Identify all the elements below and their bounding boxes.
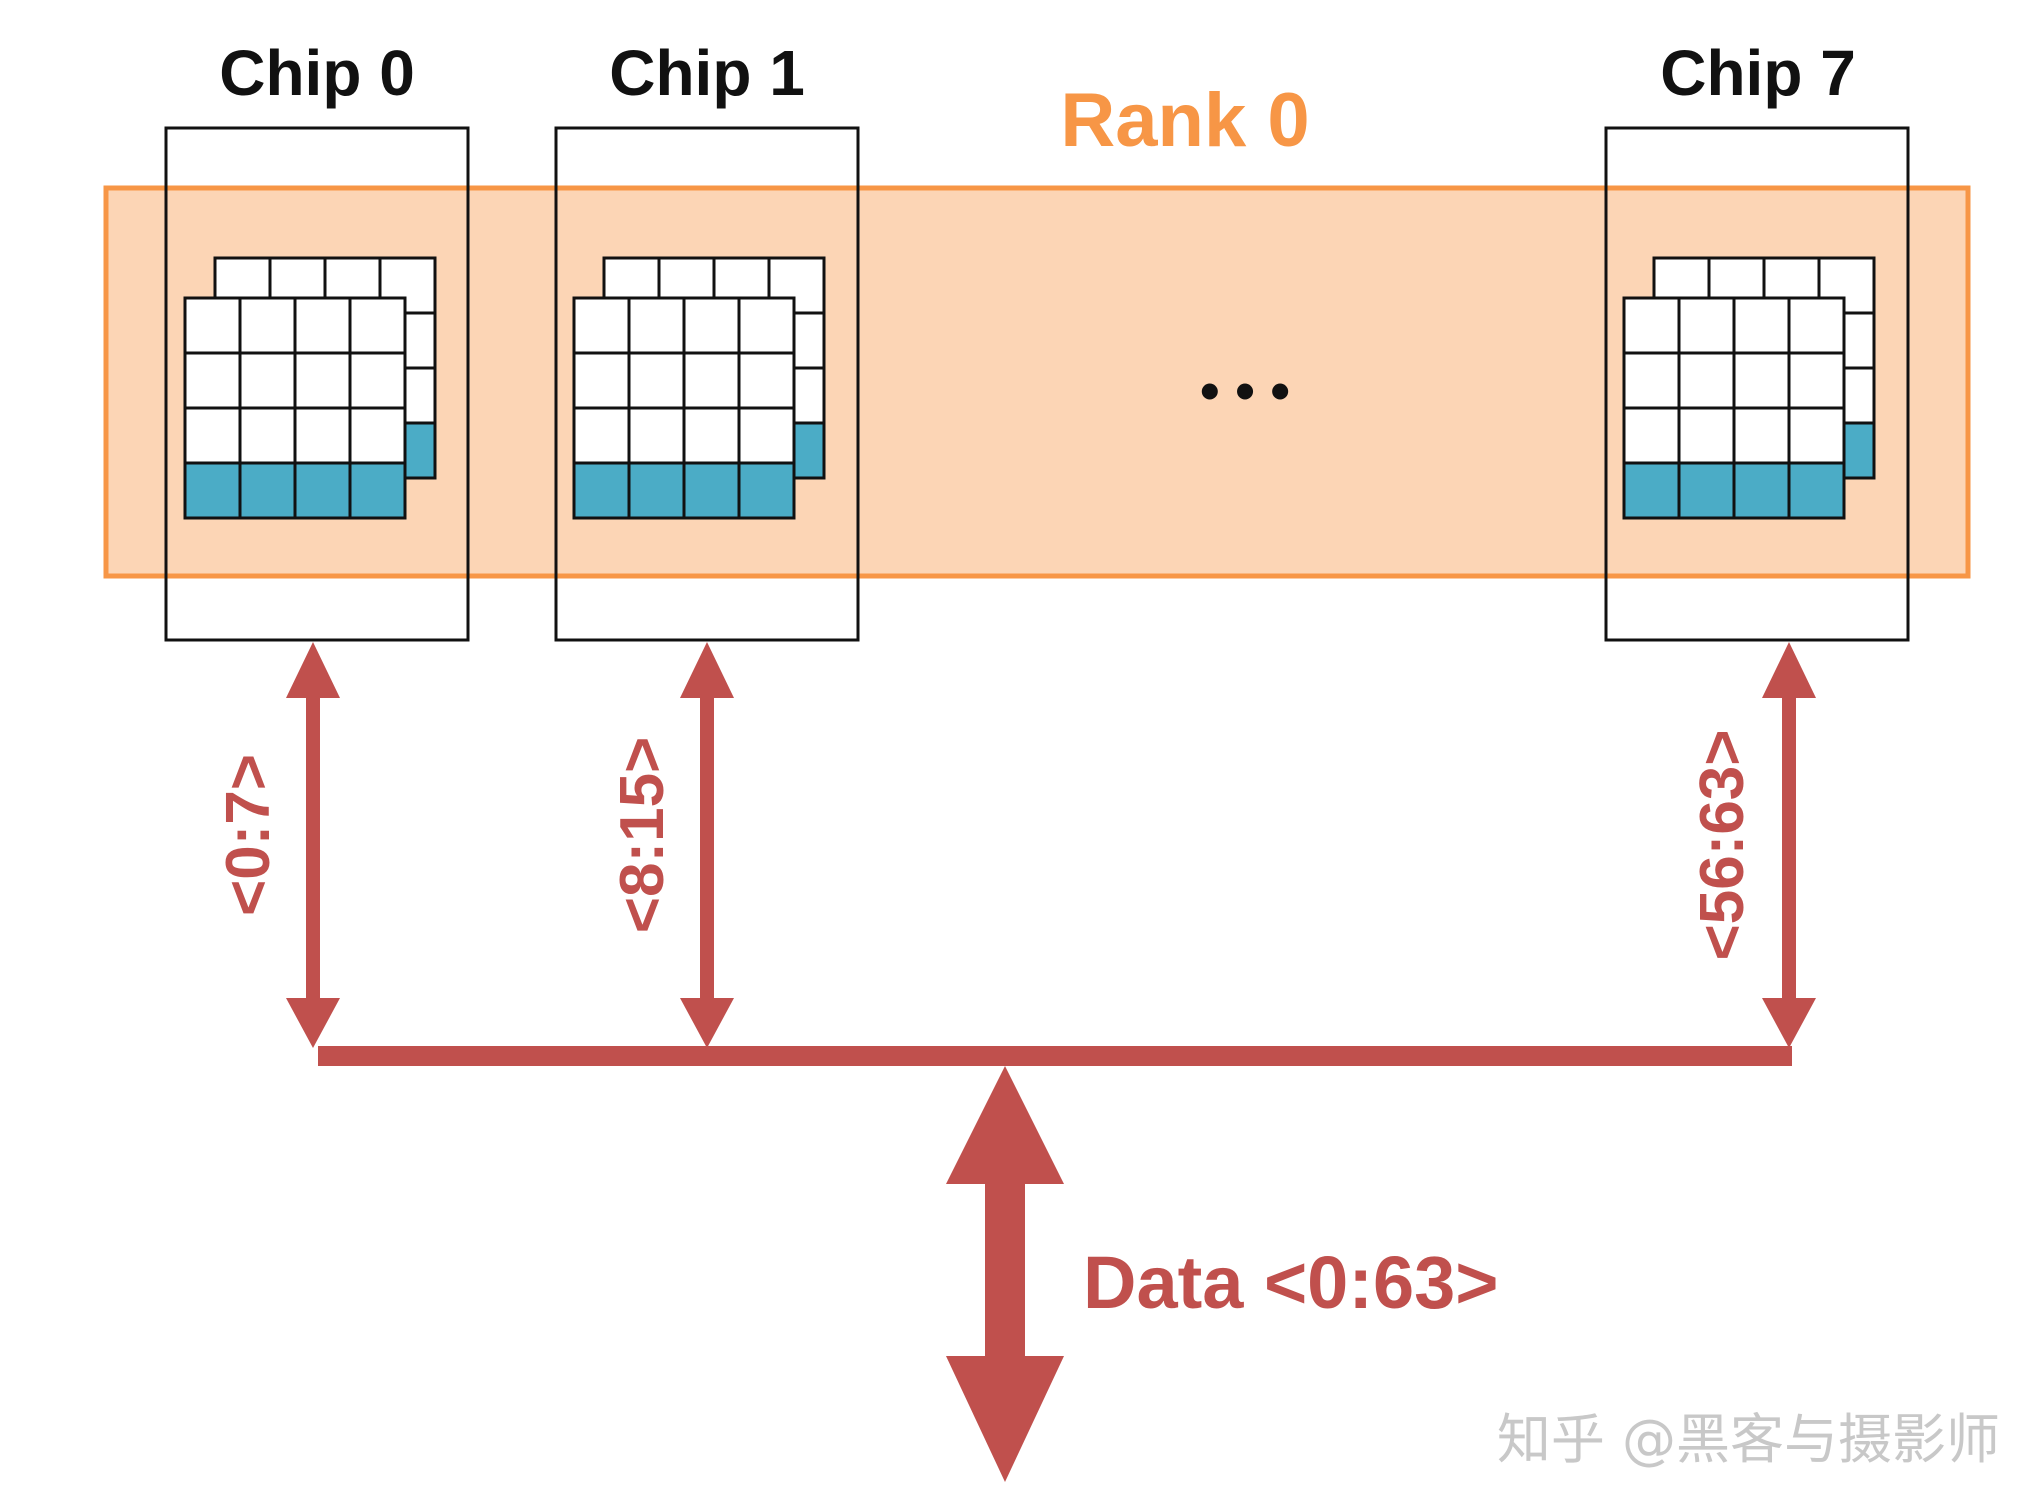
front-layer-cell <box>1622 406 1681 465</box>
chip-7-memory-array <box>1622 256 1876 520</box>
front-layer-cell <box>682 461 741 520</box>
front-layer-cell <box>682 296 741 355</box>
front-layer-cell <box>737 296 796 355</box>
front-layer-cell <box>238 406 297 465</box>
front-layer-cell <box>348 406 407 465</box>
front-layer-cell <box>1732 461 1791 520</box>
front-layer-cell <box>1732 351 1791 410</box>
chip-0-outline <box>164 126 470 642</box>
chip-0-label: Chip 0 <box>219 37 415 109</box>
front-layer-cell <box>572 406 631 465</box>
front-layer-cell <box>1622 351 1681 410</box>
chip-1-bus-arrow <box>680 642 734 1048</box>
front-layer-cell <box>238 461 297 520</box>
front-layer-cell <box>183 461 242 520</box>
front-layer-cell <box>1787 461 1846 520</box>
chip-1: Chip 1 <box>554 37 860 642</box>
chip-0: Chip 0 <box>164 37 470 642</box>
front-layer-cell <box>1677 461 1736 520</box>
front-layer-cell <box>238 296 297 355</box>
chip-0-memory-array <box>183 256 437 520</box>
chip-7: Chip 7 <box>1604 37 1910 642</box>
watermark: 知乎 @黑客与摄影师 <box>1497 1408 2000 1471</box>
front-layer-cell <box>627 461 686 520</box>
front-layer-cell <box>627 406 686 465</box>
chip-1-outline <box>554 126 860 642</box>
chip-7-bus-arrow <box>1762 642 1816 1048</box>
front-layer-cell <box>1677 406 1736 465</box>
front-layer-cell <box>1677 351 1736 410</box>
front-layer-cell <box>1732 296 1791 355</box>
chip-1-label: Chip 1 <box>609 37 805 109</box>
front-layer-cell <box>293 296 352 355</box>
front-layer-cell <box>1787 406 1846 465</box>
front-layer-cell <box>1622 461 1681 520</box>
front-layer-cell <box>293 406 352 465</box>
front-layer-cell <box>348 351 407 410</box>
chip-1-memory-array <box>572 256 826 520</box>
front-layer-cell <box>572 351 631 410</box>
chip-1-bus-label: <8:15> <box>608 737 677 934</box>
chip-0-bus-arrow <box>286 642 340 1048</box>
front-layer-cell <box>293 461 352 520</box>
ellipsis: • • • <box>1200 359 1290 422</box>
rank-label: Rank 0 <box>1060 78 1309 163</box>
data-bus-label: Data <0:63> <box>1083 1241 1499 1324</box>
front-layer-cell <box>183 406 242 465</box>
front-layer-cell <box>682 351 741 410</box>
front-layer-cell <box>737 406 796 465</box>
front-layer-cell <box>348 461 407 520</box>
front-layer-cell <box>348 296 407 355</box>
chip-7-outline <box>1604 126 1910 642</box>
chip-7-label: Chip 7 <box>1660 37 1856 109</box>
front-layer-cell <box>737 461 796 520</box>
front-layer-cell <box>183 351 242 410</box>
front-layer-cell <box>183 296 242 355</box>
front-layer-cell <box>238 351 297 410</box>
chip-7-bus-label: <56:63> <box>1688 730 1757 961</box>
front-layer-cell <box>1787 351 1846 410</box>
front-layer-cell <box>737 351 796 410</box>
front-layer-cell <box>627 351 686 410</box>
front-layer-cell <box>1677 296 1736 355</box>
front-layer-cell <box>1787 296 1846 355</box>
chip-0-bus-label: <0:7> <box>214 754 283 916</box>
front-layer-cell <box>627 296 686 355</box>
front-layer-cell <box>1732 406 1791 465</box>
front-layer-cell <box>572 461 631 520</box>
front-layer-cell <box>293 351 352 410</box>
data-bus-arrow <box>946 1066 1064 1482</box>
shared-bus-line <box>318 1046 1792 1066</box>
front-layer-cell <box>1622 296 1681 355</box>
front-layer-cell <box>572 296 631 355</box>
front-layer-cell <box>682 406 741 465</box>
